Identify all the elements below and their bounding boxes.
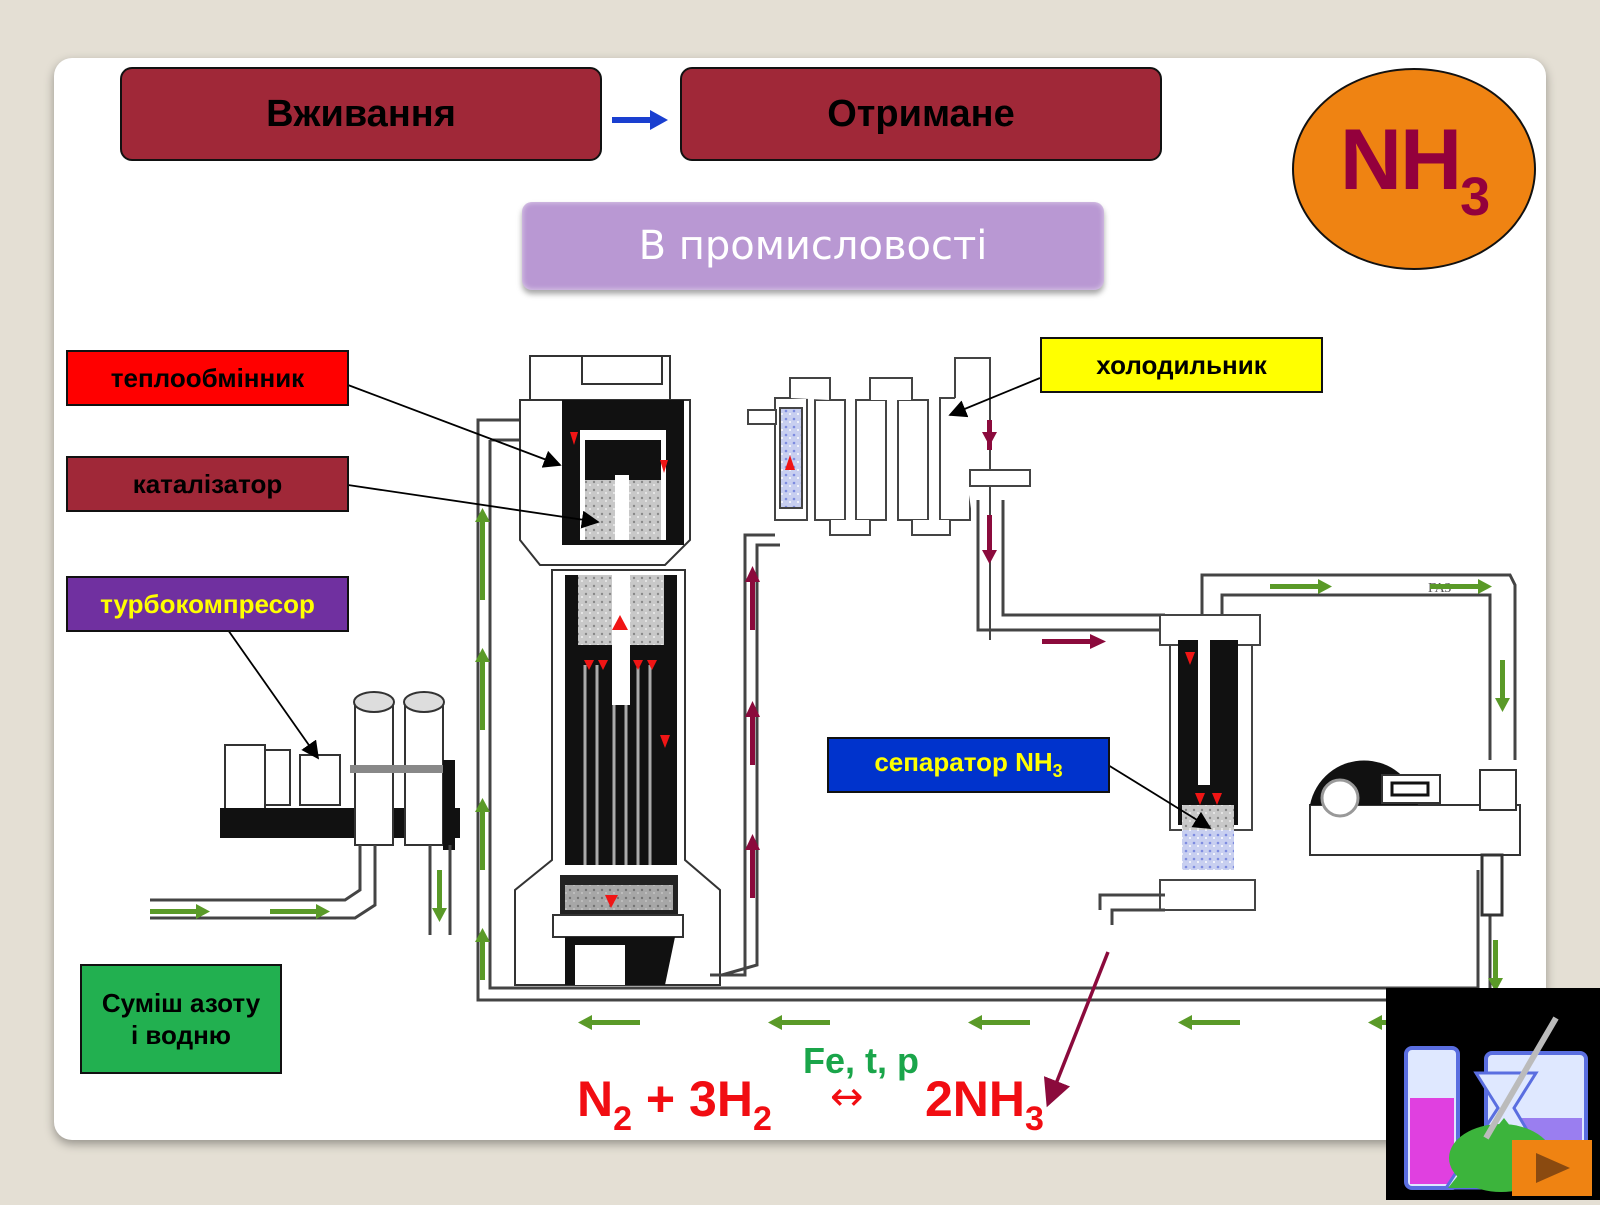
flow-arrow: [475, 648, 490, 730]
flow-arrow: [745, 834, 760, 898]
nh3-formula: NH3: [1339, 111, 1490, 228]
flow-arrow: [745, 566, 760, 630]
equation-n: N: [577, 1071, 614, 1127]
reactor-internal-arrows: [570, 432, 670, 908]
flow-arrow: [982, 515, 997, 564]
flow-arrow: [475, 798, 490, 870]
flow-arrow: [1430, 579, 1492, 594]
equation-h: + 3H: [632, 1071, 753, 1127]
separator-drawing: [1098, 614, 1261, 925]
play-icon: [1536, 1153, 1570, 1183]
catalyst-label: каталізатор: [66, 456, 349, 512]
industry-subtitle-label: В промисловості: [638, 223, 988, 269]
equation-h-sub: 2: [752, 1100, 772, 1138]
green-flow-arrows: [150, 508, 1510, 1030]
reversible-arrow-icon: ↔: [830, 1074, 864, 1120]
heat-exchanger-text: теплообмінник: [110, 362, 305, 393]
flow-arrow: [768, 1015, 830, 1030]
turbocompressor-leader: [227, 629, 320, 760]
gas-mixture-label: Суміш азоту і водню: [80, 964, 282, 1074]
play-button[interactable]: [1512, 1140, 1592, 1196]
gas-mixture-line1: Суміш азоту: [101, 988, 261, 1018]
reactor-to-cooler-pipe: [710, 533, 780, 977]
separator-text: сепаратор NH3: [874, 747, 1062, 782]
equation-reactants: N2 + 3H2: [577, 1070, 772, 1139]
flow-arrow: [968, 1015, 1030, 1030]
cooler-internal-arrow: [785, 455, 795, 470]
right-arrow-icon: [612, 110, 668, 130]
flow-arrow: [475, 508, 490, 600]
product-pointer-arrow: [1043, 951, 1110, 1108]
flow-arrow: [1270, 579, 1332, 594]
separator-text-sub: 3: [1052, 761, 1063, 782]
equation-product: 2NH3: [925, 1070, 1044, 1139]
nh3-formula-main: NH: [1339, 111, 1462, 208]
industry-subtitle-button[interactable]: В промисловості: [522, 202, 1104, 290]
nh3-badge: NH3: [1292, 68, 1536, 270]
gas-mixture-line2: і водню: [130, 1020, 232, 1050]
cooler-leader: [948, 377, 1041, 418]
turbocompressor-drawing: [150, 691, 460, 935]
cooler-label: холодильник: [1040, 337, 1323, 393]
flow-arrow: [1488, 940, 1503, 992]
usage-label: Вживання: [266, 92, 456, 135]
catalyst-leader: [347, 484, 600, 529]
equation-product-main: 2NH: [925, 1071, 1026, 1127]
heat-exchanger-label: теплообмінник: [66, 350, 349, 406]
flow-arrow: [150, 904, 210, 919]
flow-arrow: [475, 928, 490, 980]
flow-arrow: [1042, 634, 1106, 649]
leader-lines: [227, 377, 1212, 829]
cooler-to-separator-pipe: [976, 500, 1165, 632]
catalyst-text: каталізатор: [132, 468, 283, 499]
reactor-body: [514, 569, 721, 986]
turbocompressor-label: турбокомпресор: [66, 576, 349, 632]
flow-arrow: [982, 420, 997, 450]
flow-arrow: [745, 701, 760, 765]
reaction-conditions: Fe, t, p: [803, 1040, 919, 1081]
maroon-flow-arrows: [745, 420, 1106, 898]
equation-product-sub: 3: [1025, 1100, 1044, 1138]
circulation-pump-drawing: [1309, 760, 1521, 917]
separator-text-main: сепаратор NH: [874, 747, 1053, 778]
cooler-text: холодильник: [1096, 349, 1267, 380]
separator-leader: [1107, 764, 1212, 829]
usage-button[interactable]: Вживання: [120, 67, 602, 161]
flow-arrow: [1495, 660, 1510, 712]
separator-label: сепаратор NH3: [827, 737, 1110, 793]
turbocompressor-text: турбокомпресор: [100, 588, 315, 619]
flow-arrow: [270, 904, 330, 919]
flow-arrow: [1178, 1015, 1240, 1030]
nh3-formula-sub: 3: [1460, 166, 1490, 227]
flow-arrow: [578, 1015, 640, 1030]
production-label: Отримане: [827, 92, 1015, 135]
heat-exchanger-leader: [347, 384, 562, 468]
production-button[interactable]: Отримане: [680, 67, 1162, 161]
chemistry-glassware-icon: [1386, 988, 1600, 1200]
gas-recycle-pipe: [1200, 573, 1517, 760]
flow-arrow: [432, 870, 447, 922]
return-pipe: [476, 430, 1492, 1002]
equation-n-sub: 2: [613, 1100, 633, 1138]
